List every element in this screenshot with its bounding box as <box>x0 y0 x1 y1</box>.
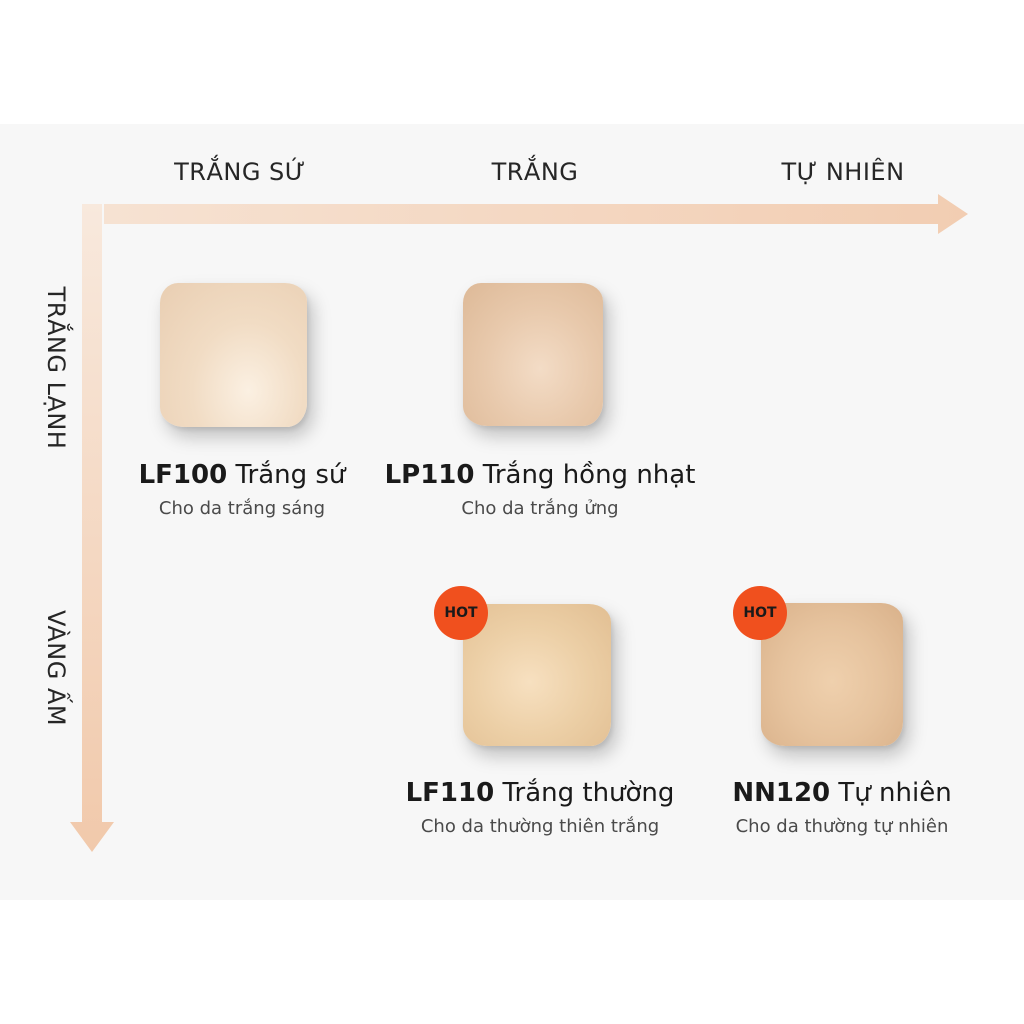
shade-swatch-nn120[interactable] <box>761 603 903 746</box>
shade-title-nn120: NN120 Tự nhiên <box>732 778 951 808</box>
shade-description-lf100: Cho da trắng sáng <box>158 498 326 519</box>
shade-code: LP110 <box>384 460 475 490</box>
shade-name: Trắng hồng nhạt <box>482 460 696 490</box>
swatch-fill <box>160 283 307 427</box>
shade-title-lf110: LF110 Trắng thường <box>406 778 675 808</box>
hot-badge: HOT <box>434 586 488 640</box>
shade-description-lp110: Cho da trắng ửng <box>461 498 619 519</box>
axis-label-trang-su: TRẮNG SỨ <box>174 158 306 186</box>
shade-title-lp110: LP110 Trắng hồng nhạt <box>385 460 696 490</box>
axis-label-trang: TRẮNG <box>491 158 579 186</box>
hot-badge: HOT <box>733 586 787 640</box>
vertical-axis-arrow <box>70 204 114 852</box>
shade-swatch-lf100[interactable] <box>160 283 307 427</box>
shade-description-lf110: Cho da thường thiên trắng <box>420 816 660 837</box>
shade-chart-panel <box>0 124 1024 900</box>
shade-swatch-lp110[interactable] <box>463 283 603 426</box>
shade-title-lf100: LF100 Trắng sứ <box>139 460 346 490</box>
swatch-fill <box>761 603 903 746</box>
shade-code: LF110 <box>405 778 495 808</box>
axis-label-trang-lanh: TRẮNG LẠNH <box>42 286 70 450</box>
shade-code: NN120 <box>732 778 831 808</box>
axis-label-vang-am: VÀNG ẤM <box>42 609 70 727</box>
shade-swatch-lf110[interactable] <box>463 604 611 746</box>
swatch-fill <box>463 283 603 426</box>
shade-description-nn120: Cho da thường tự nhiên <box>735 816 949 837</box>
shade-name: Trắng sứ <box>235 460 346 490</box>
horizontal-axis-arrow <box>104 194 968 234</box>
axis-label-tu-nhien: TỰ NHIÊN <box>781 158 905 186</box>
shade-code: LF100 <box>138 460 228 490</box>
swatch-fill <box>463 604 611 746</box>
shade-name: Tự nhiên <box>838 778 952 808</box>
shade-name: Trắng thường <box>502 778 675 808</box>
